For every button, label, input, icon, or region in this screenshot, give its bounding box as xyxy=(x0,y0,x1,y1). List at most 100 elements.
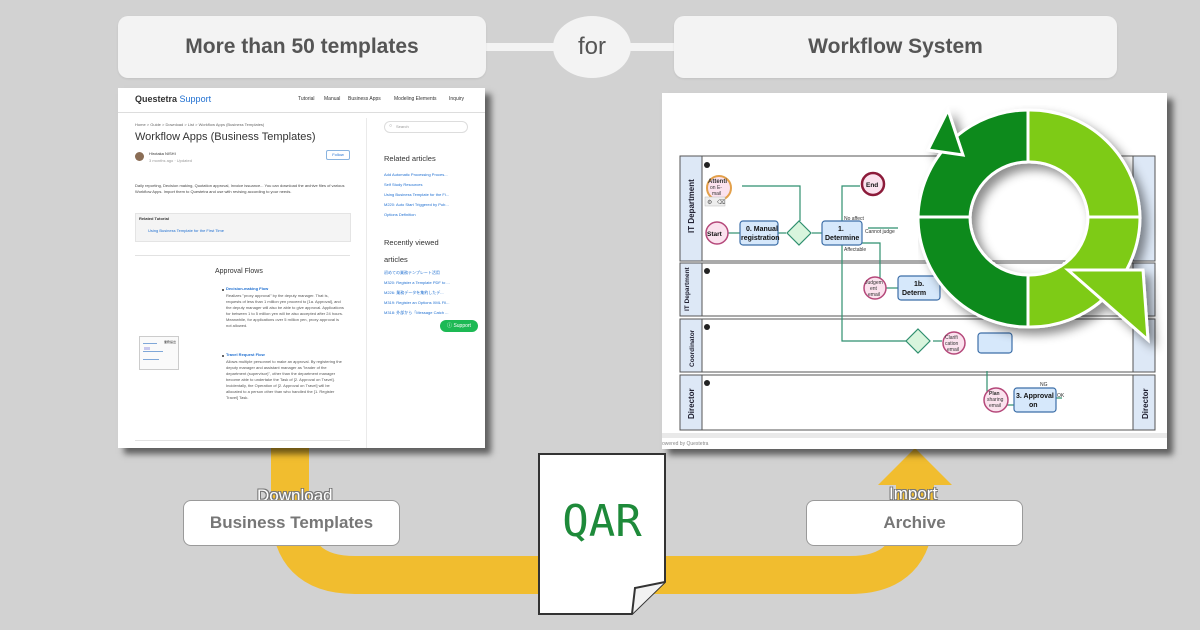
nav-item-manual[interactable]: Manual xyxy=(324,96,341,102)
section-heading: Approval Flows xyxy=(215,268,263,275)
edge-label: NG xyxy=(1040,382,1048,388)
support-nav: Questetra Support Tutorial Manual Busine… xyxy=(118,88,485,113)
header-connector-left xyxy=(486,43,556,51)
svg-text:1.: 1. xyxy=(838,226,844,233)
recent-article[interactable]: M320: Register a Template PDF to ... xyxy=(384,280,450,285)
flow2-title[interactable]: Travel Request Flow xyxy=(226,352,265,357)
lane-label: IT Department xyxy=(684,266,691,311)
task-determine xyxy=(821,220,863,246)
svg-text:Determine: Determine xyxy=(825,235,859,242)
svg-text:Determ: Determ xyxy=(902,290,926,297)
recent-article[interactable]: M318: 外部から「Message Catch ... xyxy=(384,310,449,315)
lane-label: IT Department xyxy=(687,179,696,233)
business-templates-box: Business Templates xyxy=(183,500,400,546)
qar-file-label: QAR xyxy=(562,496,642,547)
recent-article[interactable]: M226: 業務データを集約したデ... xyxy=(384,290,444,295)
lane-label: Director xyxy=(687,388,696,419)
svg-text:sharing: sharing xyxy=(987,397,1004,403)
plan-sharing-email-event xyxy=(983,387,1009,413)
intro-text: Daily reporting, Decision making, Quotat… xyxy=(135,183,345,194)
search-icon: ○ xyxy=(389,123,393,129)
bottom-divider xyxy=(135,440,350,441)
clarification-email-event xyxy=(942,331,966,355)
gear-icon: ⚙ xyxy=(707,199,712,206)
judgement-email-event xyxy=(863,276,887,300)
support-page-screenshot: Questetra Support Tutorial Manual Busine… xyxy=(118,88,485,448)
related-tutorial-link[interactable]: Using Business Template for the First Ti… xyxy=(148,228,224,233)
svg-text:cation: cation xyxy=(945,341,959,347)
start-event xyxy=(705,221,729,245)
related-tutorial-box: Related Tutorial Using Business Template… xyxy=(135,213,351,242)
svg-text:0. Manual: 0. Manual xyxy=(746,226,778,233)
svg-text:1b.: 1b. xyxy=(914,281,924,288)
import-label: Import xyxy=(889,484,938,503)
related-articles-heading: Related articles xyxy=(384,154,436,163)
flow2-bullet xyxy=(222,355,224,357)
start-label: Start xyxy=(707,231,723,238)
powered-by: owered by Questetra xyxy=(662,441,709,447)
workflow-pill: Workflow System xyxy=(674,16,1117,78)
svg-text:email: email xyxy=(989,403,1001,409)
related-article[interactable]: Options Definition xyxy=(384,212,416,217)
flow2-text: Allows multiple personnel to make an app… xyxy=(226,359,342,400)
flow-thumbnail: 業務提出 xyxy=(139,336,179,370)
task-1b-determine xyxy=(897,275,941,301)
svg-text:registration: registration xyxy=(741,235,780,242)
recently-viewed-heading: Recently viewed articles xyxy=(384,238,439,264)
edge-label: OK xyxy=(1057,393,1065,399)
author-name: Hirotaka NISHI xyxy=(149,151,176,156)
content-divider xyxy=(135,255,350,256)
lane-director xyxy=(679,374,1156,431)
lane-label-right: Director xyxy=(1141,388,1150,419)
svg-text:Clarifi: Clarifi xyxy=(945,335,958,341)
svg-text:email: email xyxy=(947,347,959,353)
gateway xyxy=(786,220,812,246)
sidebar-divider xyxy=(366,118,367,448)
search-placeholder: Search xyxy=(396,124,409,129)
search-input[interactable]: ○ Search xyxy=(384,121,468,133)
task-approval xyxy=(1013,387,1057,413)
page-title: Workflow Apps (Business Templates) xyxy=(135,131,316,143)
recent-article[interactable]: 初めての業務テンプレート活用 xyxy=(384,270,440,275)
recent-article[interactable]: M319: Register an Options XML Fil... xyxy=(384,300,450,305)
related-article[interactable]: M220: Auto Start Triggered by Pub... xyxy=(384,202,449,207)
related-tutorial-heading: Related Tutorial xyxy=(139,216,169,221)
support-button[interactable]: ⓘ Support xyxy=(440,320,478,332)
support-logo[interactable]: Questetra Support xyxy=(135,94,212,104)
gateway xyxy=(905,328,931,354)
nav-item-modeling[interactable]: Modeling Elements xyxy=(394,96,437,102)
thumbnail-label: 業務提出 xyxy=(164,340,177,344)
related-article[interactable]: Add Automatic Processing Proces... xyxy=(384,172,448,177)
for-circle: for xyxy=(553,16,631,78)
nav-item-tutorial[interactable]: Tutorial xyxy=(298,96,315,102)
archive-box: Archive xyxy=(806,500,1023,546)
end-label: End xyxy=(866,182,878,189)
edge-label: Cannot judge xyxy=(865,229,895,235)
svg-text:Plan: Plan xyxy=(989,391,1000,397)
svg-text:on: on xyxy=(1029,402,1038,409)
svg-text:Judgem: Judgem xyxy=(865,280,883,286)
lane-label: Coordinator xyxy=(689,329,696,367)
flow1-title[interactable]: Decision-making Flow xyxy=(226,286,269,291)
related-article[interactable]: Using Business Template for the Fi... xyxy=(384,192,450,197)
edge-label: Affectable xyxy=(844,247,866,253)
trash-icon: ⌫ xyxy=(717,199,726,206)
nav-item-inquiry[interactable]: Inquiry xyxy=(449,96,465,102)
svg-text:Attenti: Attenti xyxy=(708,179,727,185)
follow-button[interactable]: Follow xyxy=(326,150,350,160)
svg-text:3. Approval: 3. Approval xyxy=(1016,393,1054,400)
recycle-logo-icon xyxy=(918,106,1150,344)
breadcrumb: Home > Guide > Download > List > Workflo… xyxy=(135,122,265,127)
svg-text:email: email xyxy=(868,292,880,298)
qar-file-icon xyxy=(538,453,666,615)
end-event xyxy=(860,171,886,197)
author-meta: 3 months ago · Updated xyxy=(149,158,192,163)
related-article[interactable]: Self Study Resources xyxy=(384,182,423,187)
arrow-head xyxy=(878,448,952,485)
svg-text:mail: mail xyxy=(712,191,721,197)
edge-label: No affect xyxy=(844,216,865,222)
nav-item-business-apps[interactable]: Business Apps xyxy=(348,96,381,102)
task-manual-registration xyxy=(739,220,779,246)
flow1-text: Realizes "proxy approval" by the deputy … xyxy=(226,293,344,328)
svg-text:on E-: on E- xyxy=(710,185,722,191)
